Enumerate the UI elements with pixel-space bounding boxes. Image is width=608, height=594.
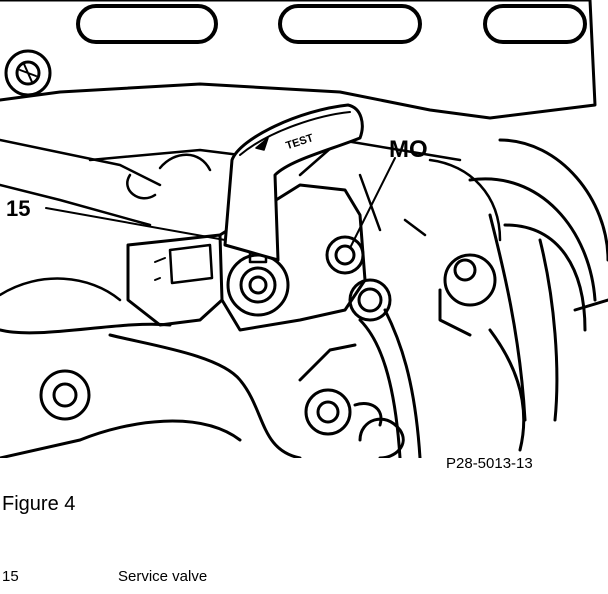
callout-15-label: 15 [6,196,30,221]
callout-leaders [45,157,396,249]
top-cover-plate [0,0,597,120]
right-hoses [438,138,608,452]
lower-engine [0,322,383,460]
test-lever [223,103,364,262]
engine-illustration: 15 MO TEST [0,0,608,460]
legend-item-description: Service valve [118,568,208,585]
engine-background [0,138,502,302]
legend-item-number: 15 [2,568,19,585]
service-valve-housing [126,183,392,332]
figure-reference-code: P28-5013-13 [446,455,533,472]
callout-mo-label: MO [389,136,428,163]
figure-caption: Figure 4 [2,493,76,515]
valve-hose [358,308,422,460]
